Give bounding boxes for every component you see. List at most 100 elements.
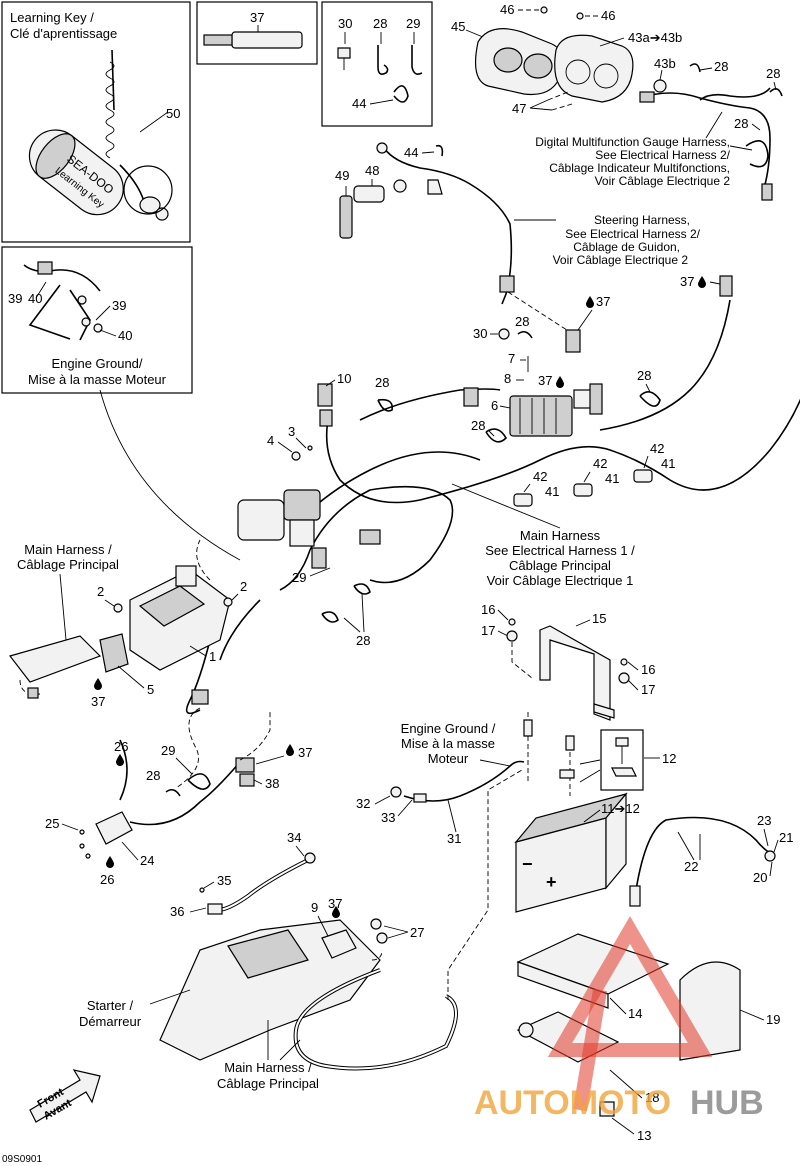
- connector-38-icon: [235, 757, 255, 773]
- part-27: 27: [410, 925, 424, 940]
- battery-support-group: 16 17 15 16 17: [481, 602, 655, 721]
- learning-key-icon: SEA-DOO Learning Key: [28, 129, 124, 216]
- battery-group: − + 11➔12: [514, 792, 640, 913]
- fuse-box-group: Main Harness / Câblage Principal 2 2 1 5…: [8, 539, 247, 709]
- push-rivet-icon: [337, 47, 351, 59]
- tie-strap-icon: [411, 45, 423, 75]
- steering-harness-wire: [383, 147, 513, 305]
- lanyard-clip-icon: [139, 196, 161, 214]
- part-28h: 28: [356, 633, 370, 648]
- part-39a: 39: [8, 291, 22, 306]
- part-37d: 37: [91, 694, 105, 709]
- learning-key-title-2: Clé d'aprentissage: [10, 26, 117, 41]
- part-30-box: 30: [338, 16, 352, 31]
- solenoid-9-icon: [321, 929, 357, 959]
- grease-tube-icon: [231, 31, 303, 49]
- part-36: 36: [170, 904, 184, 919]
- part-18: 18: [645, 1090, 659, 1105]
- part-46b: 46: [601, 8, 615, 23]
- clip-44-icon: [393, 85, 409, 103]
- part-9: 9: [311, 900, 318, 915]
- part-28-box: 28: [373, 16, 387, 31]
- main-harness-callout-2: See Electrical Harness 1 /: [485, 543, 635, 558]
- coil-cord: [105, 61, 115, 159]
- part-40b: 40: [118, 328, 132, 343]
- part-41c: 41: [661, 456, 675, 471]
- part-42a: 42: [533, 469, 547, 484]
- part-26b: 26: [100, 872, 114, 887]
- part-41b: 41: [605, 471, 619, 486]
- part-38: 38: [265, 776, 279, 791]
- starter-label-1: Starter /: [87, 998, 134, 1013]
- part-28a: 28: [714, 59, 728, 74]
- svg-text:+: +: [546, 872, 557, 892]
- part-25: 25: [45, 816, 59, 831]
- gauge-harness-wire: [639, 92, 771, 189]
- steering-callout-4: Voir Câblage Electrique 2: [553, 253, 689, 267]
- part-12: 12: [662, 751, 676, 766]
- main-harness-bottom-1: Main Harness /: [224, 1060, 312, 1075]
- bulb-icon: [653, 79, 667, 93]
- part-2a: 2: [97, 584, 104, 599]
- part-30: 30: [473, 326, 487, 341]
- part-10: 10: [337, 371, 351, 386]
- steering-callout-1: Steering Harness,: [594, 213, 690, 227]
- part-3: 3: [288, 424, 295, 439]
- part-11: 11➔12: [601, 801, 640, 816]
- main-connector-left-icon: [8, 635, 102, 683]
- engine-ground-cable-group: Engine Ground / Mise à la masse Moteur 3…: [356, 712, 575, 846]
- part-5: 5: [147, 682, 154, 697]
- part-48: 48: [365, 163, 379, 178]
- gauge-harness-callout-4: Voir Câblage Electrique 2: [595, 174, 731, 188]
- part-15: 15: [592, 611, 606, 626]
- part-43b: 43b: [654, 56, 676, 71]
- watermark-brand-1: AUTOMOTO: [474, 1084, 671, 1122]
- part-16b: 16: [641, 662, 655, 677]
- bolt-box-12: 12: [579, 729, 676, 791]
- engine-ground-box: 39 40 39 40 Engine Ground/ Mise à la mas…: [1, 246, 193, 394]
- part-34: 34: [287, 830, 301, 845]
- gauge-connector-icon: [761, 183, 773, 201]
- part-28b: 28: [766, 66, 780, 81]
- part-7: 7: [508, 351, 515, 366]
- part-29: 29: [292, 570, 306, 585]
- grease-box: 37: [196, 1, 318, 65]
- clips-box: 30 28 29 44: [321, 1, 433, 127]
- spring-49-icon: [339, 195, 353, 239]
- main-connector-icon: [237, 499, 285, 541]
- part-6: 6: [491, 398, 498, 413]
- part-29-box: 29: [406, 16, 420, 31]
- main-harness-group: 10 28 28 6 7 8 37 30 28 37 37 28 42 41 4…: [185, 274, 800, 715]
- engine-ground-mid-1: Engine Ground /: [401, 721, 496, 736]
- learning-key-box: Learning Key / Clé d'aprentissage SEA-DO…: [1, 1, 191, 243]
- main-harness-left-2: Câblage Principal: [17, 557, 119, 572]
- part-1: 1: [209, 649, 216, 664]
- part-43: 43a➔43b: [628, 30, 682, 45]
- part-33: 33: [381, 810, 395, 825]
- part-21: 21: [779, 830, 793, 845]
- part-39b: 39: [112, 298, 126, 313]
- main-harness-trunk: [325, 398, 800, 504]
- steering-callout-3: Câblage de Guidon,: [573, 240, 680, 254]
- part-26a: 26: [114, 739, 128, 754]
- part-20: 20: [753, 870, 767, 885]
- engine-ground-mid-3: Moteur: [428, 751, 469, 766]
- part-29b: 29: [161, 743, 175, 758]
- part-50: 50: [166, 106, 180, 121]
- part-17b: 17: [641, 682, 655, 697]
- main-harness-callout-4: Voir Câblage Electrique 1: [487, 573, 634, 588]
- part-37-grease: 37: [250, 10, 264, 25]
- starter-group: 34 35 36 9 37 27 Starter / Démarreur Mai…: [79, 769, 523, 1091]
- part-46a: 46: [500, 2, 514, 17]
- positive-cable-icon: [635, 816, 773, 891]
- engine-ground-title-1: Engine Ground/: [51, 356, 142, 371]
- svg-text:−: −: [522, 854, 533, 874]
- part-32: 32: [356, 796, 370, 811]
- part-13: 13: [637, 1128, 651, 1143]
- starter-body-icon: [159, 919, 381, 1061]
- part-22: 22: [684, 859, 698, 874]
- voltage-regulator-icon: [509, 395, 573, 437]
- part-24: 24: [140, 853, 154, 868]
- part-44-box: 44: [352, 96, 366, 111]
